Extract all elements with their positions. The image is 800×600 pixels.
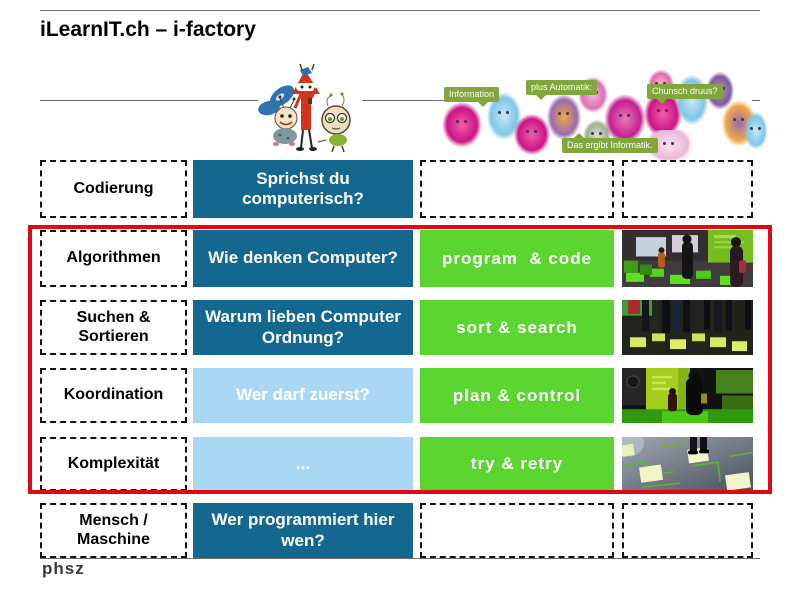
question-box-codierung: Sprichst du computerisch? <box>193 160 413 218</box>
topic-label-mensch-maschine: Mensch / Maschine <box>40 503 187 558</box>
blob <box>438 100 486 155</box>
topic-label-komplexitaet: Komplexität <box>40 437 187 491</box>
question-box-suchen-sortieren: Warum lieben Computer Ordnung? <box>193 300 413 355</box>
mascots-illustration <box>256 63 362 158</box>
question-box-koordination: Wer darf zuerst? <box>193 368 413 423</box>
divider-line-bottom <box>40 558 760 559</box>
activity-box-plan-control: plan & control <box>420 368 614 423</box>
divider-line-middle <box>362 100 446 101</box>
activity-box-try-retry: try & retry <box>420 437 614 491</box>
topic-label-algorithmen: Algorithmen <box>40 230 187 287</box>
question-box-algorithmen: Wie denken Computer? <box>193 230 413 287</box>
mascots-drawing <box>258 63 351 153</box>
empty-activity-box <box>420 160 614 218</box>
table-row-koordination: Koordination Wer darf zuerst? plan & con… <box>40 368 753 423</box>
slide-title: iLearnIT.ch – i-factory <box>40 18 256 41</box>
topic-label-koordination: Koordination <box>40 368 187 423</box>
divider-line-top <box>40 10 760 11</box>
activity-box-program-code: program & code <box>420 230 614 287</box>
question-box-mensch-maschine: Wer programmiert hier wen? <box>193 503 413 558</box>
topic-label-codierung: Codierung <box>40 160 187 218</box>
empty-photo-box <box>622 503 753 558</box>
question-box-komplexitaet: ... <box>193 437 413 491</box>
photo-koordination <box>622 368 753 423</box>
table-row-codierung: Codierung Sprichst du computerisch? <box>40 160 753 218</box>
table-row-algorithmen: Algorithmen Wie denken Computer? program… <box>40 230 753 287</box>
empty-photo-box <box>622 160 753 218</box>
table-row-mensch-maschine: Mensch / Maschine Wer programmiert hier … <box>40 503 753 558</box>
activity-box-sort-search: sort & search <box>420 300 614 355</box>
speech-bubble-information: Information <box>444 87 500 107</box>
table-row-suchen-sortieren: Suchen & Sortieren Warum lieben Computer… <box>40 300 753 355</box>
table-row-komplexitaet: Komplexität ... try & retry <box>40 437 753 491</box>
phsz-logo: phsz <box>42 559 85 578</box>
topic-label-suchen-sortieren: Suchen & Sortieren <box>40 300 187 355</box>
speech-bubble-ergibt: Das ergibt Informatik. <box>562 133 658 153</box>
photo-suchen-sortieren <box>622 300 753 355</box>
divider-line-middle <box>40 100 258 101</box>
photo-komplexitaet <box>622 437 753 491</box>
empty-activity-box <box>420 503 614 558</box>
speech-bubble-automatik: plus Automatik: <box>526 80 598 100</box>
speech-bubble-chunsch: Chunsch druus? <box>647 84 723 104</box>
photo-algorithmen <box>622 230 753 287</box>
blob <box>742 110 770 156</box>
